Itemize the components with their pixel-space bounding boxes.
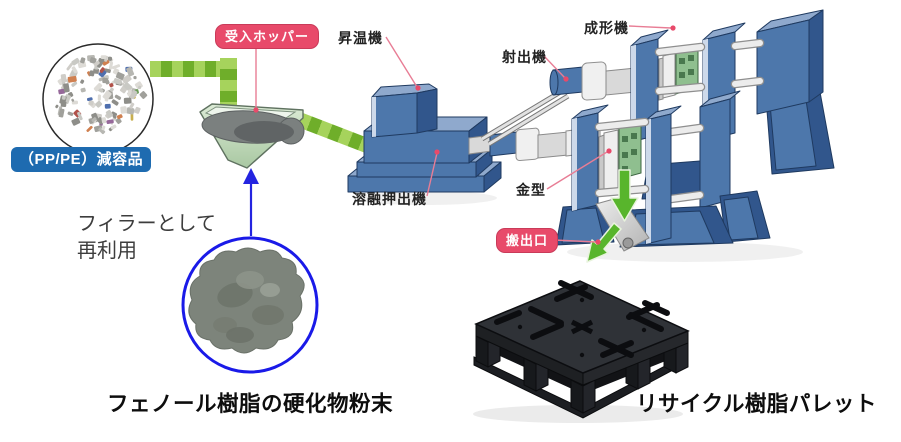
molding-machine bbox=[555, 9, 835, 263]
heater-label: 昇温機 bbox=[338, 30, 383, 46]
shredded-plastic-specks bbox=[55, 55, 148, 135]
mold-plate-front bbox=[618, 121, 642, 180]
hopper bbox=[199, 103, 305, 169]
filler-arrow bbox=[243, 168, 259, 236]
material-badge-label: （PP/PE）減容品 bbox=[19, 151, 144, 168]
flow-down-arrow bbox=[610, 169, 639, 222]
flow-path-segment-vertical bbox=[220, 58, 237, 112]
extruder-label: 溶融押出機 bbox=[352, 191, 427, 207]
outlet-badge-label: 搬出口 bbox=[506, 233, 549, 248]
hopper-badge-label: 受入ホッパー bbox=[225, 29, 310, 44]
filler-note-line1: フィラーとして bbox=[77, 213, 216, 235]
recycled-pallet-photo bbox=[473, 280, 690, 419]
material-badge: （PP/PE）減容品 bbox=[11, 147, 152, 172]
flow-path-segment-horizontal bbox=[150, 61, 228, 77]
hopper-badge: 受入ホッパー bbox=[215, 24, 320, 49]
molder-label: 成形機 bbox=[584, 20, 629, 36]
powder-photo bbox=[181, 236, 319, 374]
filler-note-line2: 再利用 bbox=[77, 240, 137, 262]
pallet-caption: リサイクル樹脂パレット bbox=[636, 392, 877, 416]
mold-label: 金型 bbox=[516, 182, 546, 198]
leader-lines bbox=[253, 25, 676, 245]
pallet-slots bbox=[494, 280, 670, 358]
outlet-badge: 搬出口 bbox=[496, 228, 559, 253]
injection-unit bbox=[549, 61, 637, 101]
heater-unit bbox=[371, 83, 438, 138]
hopper-material bbox=[201, 110, 305, 145]
shredded-plastic-photo bbox=[42, 43, 154, 155]
injector-label: 射出機 bbox=[502, 49, 547, 65]
powder-caption: フェノール樹脂の硬化物粉末 bbox=[107, 392, 394, 416]
transfer-rods bbox=[480, 88, 570, 147]
filler-note: フィラーとして 再利用 bbox=[77, 211, 216, 265]
